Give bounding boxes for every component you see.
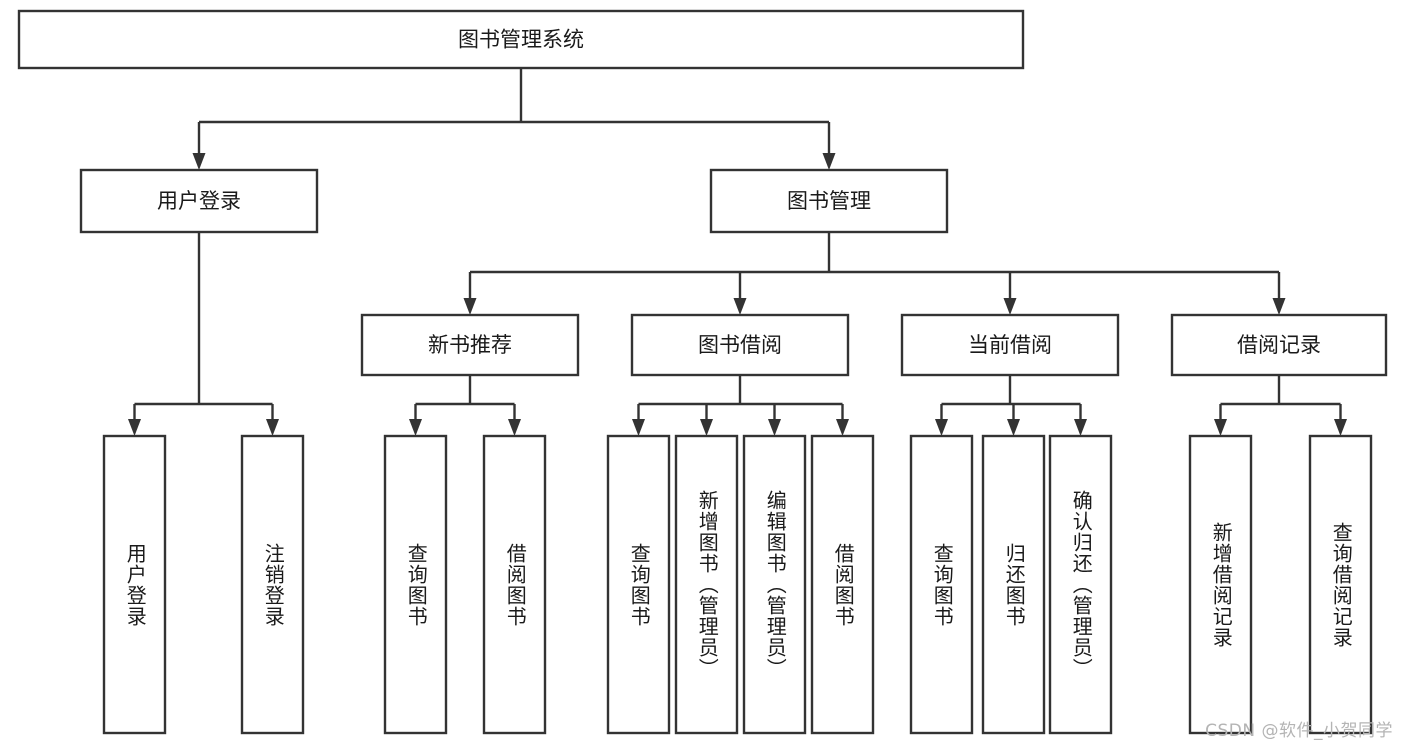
arrow-to-leaf-8 — [935, 419, 948, 436]
node-box-leaf-4[interactable] — [606, 434, 671, 735]
node-box-l3-0[interactable] — [360, 313, 580, 377]
node-box-leaf-10[interactable] — [1048, 434, 1113, 735]
arrow-to-l2-1 — [822, 153, 836, 170]
arrow-to-leaf-12 — [1334, 419, 1347, 436]
node-box-leaf-11[interactable] — [1188, 434, 1253, 735]
node-box-leaf-7[interactable] — [810, 434, 875, 735]
arrow-to-l3-2 — [1003, 298, 1017, 315]
node-box-leaf-5[interactable] — [674, 434, 739, 735]
node-box-l2-1[interactable] — [709, 168, 949, 234]
node-box-leaf-9[interactable] — [981, 434, 1046, 735]
node-box-root[interactable] — [17, 9, 1025, 70]
arrow-to-leaf-2 — [409, 419, 422, 436]
arrow-to-l3-0 — [463, 298, 477, 315]
node-box-leaf-6[interactable] — [742, 434, 807, 735]
node-box-leaf-0[interactable] — [102, 434, 167, 735]
node-box-l3-2[interactable] — [900, 313, 1120, 377]
connector-lines — [128, 68, 1347, 436]
node-label-l3-0: 新书推荐 — [428, 333, 512, 357]
arrow-to-leaf-10 — [1074, 419, 1087, 436]
node-box-leaf-8[interactable] — [909, 434, 974, 735]
arrow-to-l3-1 — [733, 298, 747, 315]
csdn-watermark: CSDN @软件_小贺同学 — [1205, 721, 1393, 741]
node-label-l3-2: 当前借阅 — [968, 333, 1052, 357]
arrow-to-leaf-6 — [768, 419, 781, 436]
arrow-to-l2-0 — [192, 153, 206, 170]
node-label-l3-3: 借阅记录 — [1237, 333, 1321, 357]
node-box-l2-0[interactable] — [79, 168, 319, 234]
node-box-leaf-3[interactable] — [482, 434, 547, 735]
arrow-to-leaf-9 — [1007, 419, 1020, 436]
arrow-to-leaf-7 — [836, 419, 849, 436]
node-label-l2-1: 图书管理 — [787, 189, 871, 213]
node-boxes — [17, 9, 1388, 735]
node-box-l3-1[interactable] — [630, 313, 850, 377]
arrow-to-leaf-1 — [266, 419, 279, 436]
node-box-l3-3[interactable] — [1170, 313, 1388, 377]
arrow-to-leaf-5 — [700, 419, 713, 436]
arrow-to-leaf-4 — [632, 419, 645, 436]
node-label-root: 图书管理系统 — [458, 28, 584, 52]
node-box-leaf-2[interactable] — [383, 434, 448, 735]
arrow-to-leaf-3 — [508, 419, 521, 436]
node-label-l2-0: 用户登录 — [157, 189, 241, 213]
node-box-leaf-1[interactable] — [240, 434, 305, 735]
arrow-to-leaf-0 — [128, 419, 141, 436]
arrow-to-l3-3 — [1272, 298, 1286, 315]
node-label-l3-1: 图书借阅 — [698, 333, 782, 357]
arrow-to-leaf-11 — [1214, 419, 1227, 436]
node-box-leaf-12[interactable] — [1308, 434, 1373, 735]
